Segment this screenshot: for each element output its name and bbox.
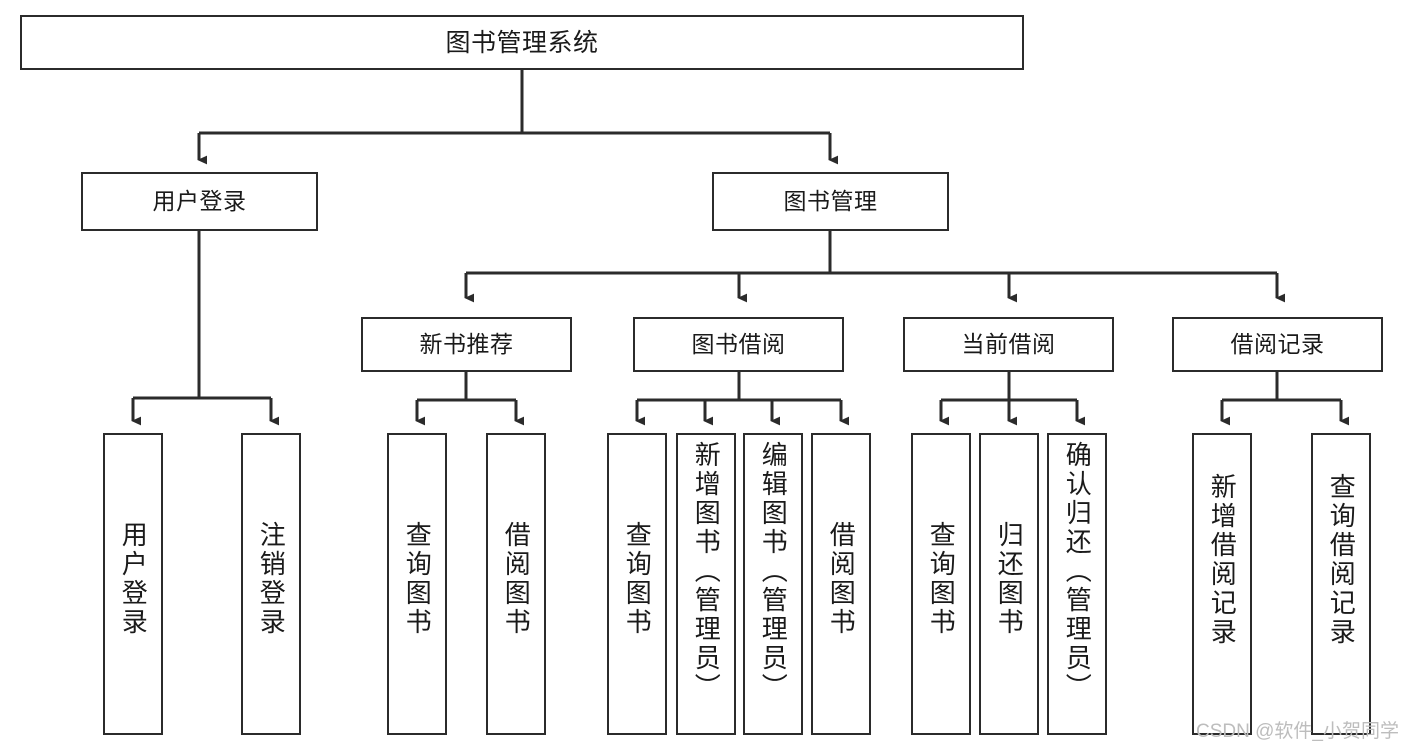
node-borrow-record[interactable]: 借阅记录 (1172, 317, 1383, 372)
node-label: 新增图书（管理员） (691, 441, 722, 702)
watermark-text: CSDN @软件_小贺同学 (1196, 721, 1399, 742)
leaf-edit-book-admin[interactable]: 编辑图书（管理员） (743, 433, 803, 735)
node-label: 图书借阅 (691, 330, 786, 357)
leaf-logout-login[interactable]: 注销登录 (241, 433, 301, 735)
node-label: 图书管理 (783, 187, 878, 214)
node-label: 确认归还（管理员） (1062, 441, 1093, 702)
node-label: 当前借阅 (961, 330, 1056, 357)
node-root-book-management-system[interactable]: 图书管理系统 (20, 15, 1024, 70)
node-label: 查询图书 (926, 521, 957, 637)
leaf-query-book-borrow[interactable]: 查询图书 (607, 433, 667, 735)
node-label: 查询借阅记录 (1326, 473, 1357, 647)
node-label: 查询图书 (622, 521, 653, 637)
node-label: 归还图书 (994, 521, 1025, 637)
leaf-borrow-book-recommend[interactable]: 借阅图书 (486, 433, 546, 735)
node-label: 查询图书 (402, 521, 433, 637)
leaf-add-borrow-record[interactable]: 新增借阅记录 (1192, 433, 1252, 735)
node-label: 用户登录 (118, 521, 149, 637)
node-current-borrow[interactable]: 当前借阅 (903, 317, 1114, 372)
node-label: 图书管理系统 (445, 28, 599, 57)
node-label: 借阅图书 (826, 521, 857, 637)
leaf-user-login[interactable]: 用户登录 (103, 433, 163, 735)
leaf-borrow-book-borrow[interactable]: 借阅图书 (811, 433, 871, 735)
node-label: 注销登录 (256, 521, 287, 637)
node-label: 新增借阅记录 (1207, 473, 1238, 647)
node-label: 借阅图书 (501, 521, 532, 637)
node-label: 用户登录 (152, 187, 247, 214)
leaf-confirm-return-admin[interactable]: 确认归还（管理员） (1047, 433, 1107, 735)
node-label: 编辑图书（管理员） (758, 441, 789, 702)
node-book-borrow[interactable]: 图书借阅 (633, 317, 844, 372)
node-book-manage[interactable]: 图书管理 (712, 172, 949, 231)
leaf-add-book-admin[interactable]: 新增图书（管理员） (676, 433, 736, 735)
node-new-book-recommend[interactable]: 新书推荐 (361, 317, 572, 372)
node-label: 新书推荐 (419, 330, 514, 357)
leaf-query-book-current[interactable]: 查询图书 (911, 433, 971, 735)
leaf-query-borrow-record[interactable]: 查询借阅记录 (1311, 433, 1371, 735)
leaf-query-book-recommend[interactable]: 查询图书 (387, 433, 447, 735)
leaf-return-book[interactable]: 归还图书 (979, 433, 1039, 735)
node-label: 借阅记录 (1230, 330, 1325, 357)
node-user-login[interactable]: 用户登录 (81, 172, 318, 231)
